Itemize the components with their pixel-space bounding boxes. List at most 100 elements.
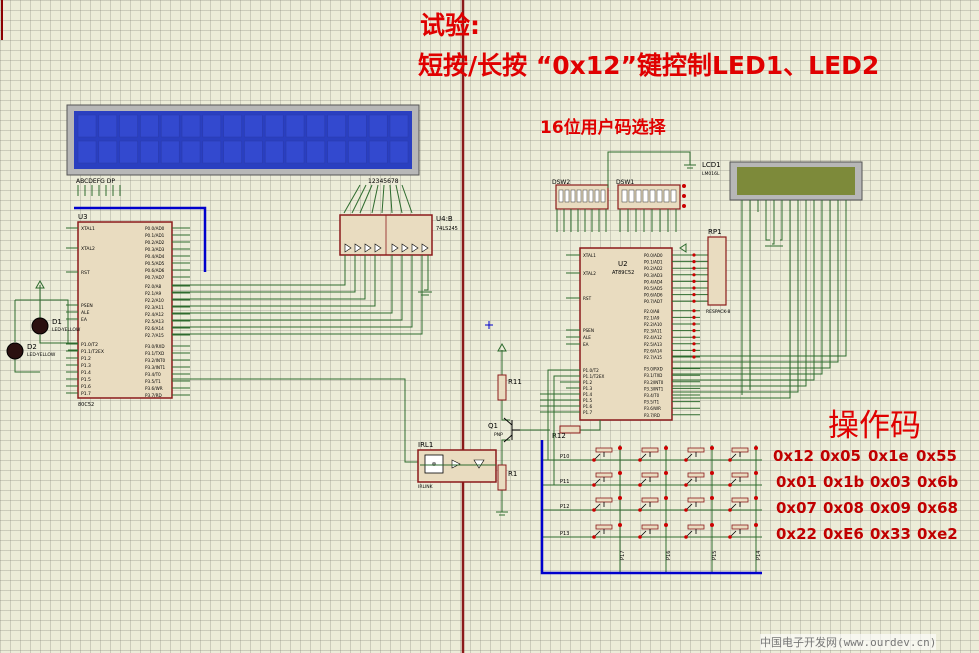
u4b-buffer[interactable] — [339, 214, 433, 256]
keypad-button[interactable] — [595, 497, 613, 503]
u3-pin-label: P0.5/AD5 — [145, 261, 165, 266]
u2-pin-label: P1.1/T2EX — [583, 374, 604, 379]
u3-pin-label: XTAL1 — [81, 226, 95, 232]
u3-pin-label: P2.7/A15 — [145, 333, 164, 338]
lcd-cell — [77, 114, 97, 138]
u2-pin-label: RST — [583, 296, 592, 301]
lcd-cell — [389, 114, 409, 138]
dip-key — [663, 189, 670, 203]
q1-label: Q1 — [488, 422, 498, 430]
keypad-button[interactable] — [595, 472, 613, 478]
u2-pin-label: P2.6/A14 — [644, 348, 662, 353]
u2-pin-label: P2.0/A8 — [644, 309, 660, 314]
dip-key — [621, 189, 628, 203]
opcode-cell: 0x12 — [773, 447, 814, 465]
d2-led[interactable] — [6, 342, 24, 360]
irl1-label: IRL1 — [418, 441, 433, 449]
u2-pin-label: P2.2/A10 — [644, 322, 662, 327]
u2-pin-label: P3.2/INT0 — [644, 380, 664, 385]
u3-pin-label: P1.0/T2 — [81, 342, 98, 348]
r12-resistor[interactable] — [559, 425, 581, 434]
origin-marker — [485, 321, 493, 329]
irl1-part: IRLINK — [418, 484, 434, 490]
u3-pin-label: P2.6/A14 — [145, 326, 164, 331]
u2-pin-label: P2.3/A11 — [644, 329, 662, 334]
u3-microcontroller[interactable] — [77, 221, 173, 399]
keypad-button[interactable] — [641, 472, 659, 478]
u2-pin-label: P0.1/AD1 — [644, 260, 663, 265]
green-lcd-display[interactable] — [729, 161, 863, 201]
data-bus — [74, 206, 207, 272]
d1-led[interactable] — [31, 317, 49, 335]
subtitle: 16位用户码选择 — [540, 118, 666, 138]
keypad-button[interactable] — [687, 524, 705, 530]
u2-pin-label: P1.0/T2 — [583, 368, 599, 373]
u2-label: U2 — [618, 260, 628, 268]
keypad-button[interactable] — [731, 524, 749, 530]
lcd-cell — [223, 114, 242, 138]
u3-pin-label: P3.5/T1 — [145, 379, 161, 384]
keypad-button[interactable] — [687, 472, 705, 478]
u2-left-pins: XTAL1XTAL2RSTPSENALEEAP1.0/T2P1.1/T2EXP1… — [566, 253, 604, 415]
u3-pin-label: P0.1/AD1 — [145, 233, 165, 238]
dip-key — [656, 189, 663, 203]
opcode-cell: 0xE6 — [823, 525, 864, 543]
lcd-cell — [119, 114, 138, 138]
u3-pin-label: P3.2/INT0 — [145, 358, 166, 363]
irl1-ir-link[interactable] — [417, 449, 497, 483]
rp1-part: RESPACK-8 — [706, 309, 730, 315]
keypad-button[interactable] — [731, 447, 749, 453]
u2-microcontroller[interactable] — [579, 247, 673, 421]
keypad-button[interactable] — [687, 447, 705, 453]
u3-pin-label: P3.4/T0 — [145, 372, 161, 377]
vcc-terminal — [497, 342, 507, 352]
q1-transistor[interactable] — [503, 417, 520, 443]
keypad-bus — [540, 440, 762, 575]
u2-pin-label: XTAL2 — [583, 271, 596, 276]
keypad-button[interactable] — [595, 447, 613, 453]
keypad-button[interactable] — [687, 497, 705, 503]
dip-key — [635, 189, 642, 203]
blue-lcd-display[interactable]: ABCDEFG DP 12345678 — [66, 104, 420, 185]
keypad-button[interactable] — [641, 524, 659, 530]
lcd-cell — [368, 114, 388, 138]
r11-resistor[interactable] — [497, 374, 507, 401]
lcd-cell — [327, 114, 346, 138]
lcd-cell — [285, 140, 305, 164]
keypad-button[interactable] — [731, 472, 749, 478]
keypad-button[interactable] — [641, 447, 659, 453]
u2-pin-label: P0.4/AD4 — [644, 279, 663, 284]
rp1-resistor-pack[interactable] — [707, 236, 727, 306]
d2-part: LED-YELLOW — [27, 352, 56, 358]
lcd-cell — [202, 140, 222, 164]
keypad-button[interactable] — [731, 497, 749, 503]
dip-key — [649, 189, 656, 203]
u3-pin-label: P0.4/AD4 — [145, 254, 165, 259]
lcd-cell — [244, 140, 263, 164]
u2-pin-label: P3.3/INT1 — [644, 386, 664, 391]
u3-pin-label: P0.6/AD6 — [145, 268, 165, 273]
u2-pin-label: P0.0/AD0 — [644, 253, 663, 258]
keypad-row-label: P10 — [560, 454, 569, 460]
u2-pin-label: P3.7/RD — [644, 413, 660, 418]
r1-resistor[interactable] — [497, 464, 507, 491]
u2-pin-label: P2.7/A15 — [644, 355, 662, 360]
keypad-button[interactable] — [595, 524, 613, 530]
ir-receiver-wires — [420, 350, 601, 516]
u3-pin-label: RST — [81, 270, 90, 276]
lcd-cell — [160, 140, 180, 164]
dsw2-dip-switch[interactable] — [555, 184, 609, 210]
lcd-cell — [389, 140, 409, 164]
dsw1-dip-switch[interactable] — [617, 184, 681, 210]
segment-label: ABCDEFG DP — [76, 178, 115, 185]
u2-pin-label: P3.6/WR — [644, 406, 661, 411]
dip-key — [564, 189, 570, 203]
lcd-cell — [98, 140, 118, 164]
u3-pin-label: P2.1/A9 — [145, 291, 161, 296]
r12-label: R12 — [552, 432, 566, 440]
u2-pin-label: P1.6 — [583, 404, 593, 409]
opcode-cell: 0x6b — [917, 473, 959, 491]
opcode-cell: 0x22 — [776, 525, 817, 543]
keypad-button[interactable] — [641, 497, 659, 503]
u3-pin-label: P1.4 — [81, 370, 91, 376]
